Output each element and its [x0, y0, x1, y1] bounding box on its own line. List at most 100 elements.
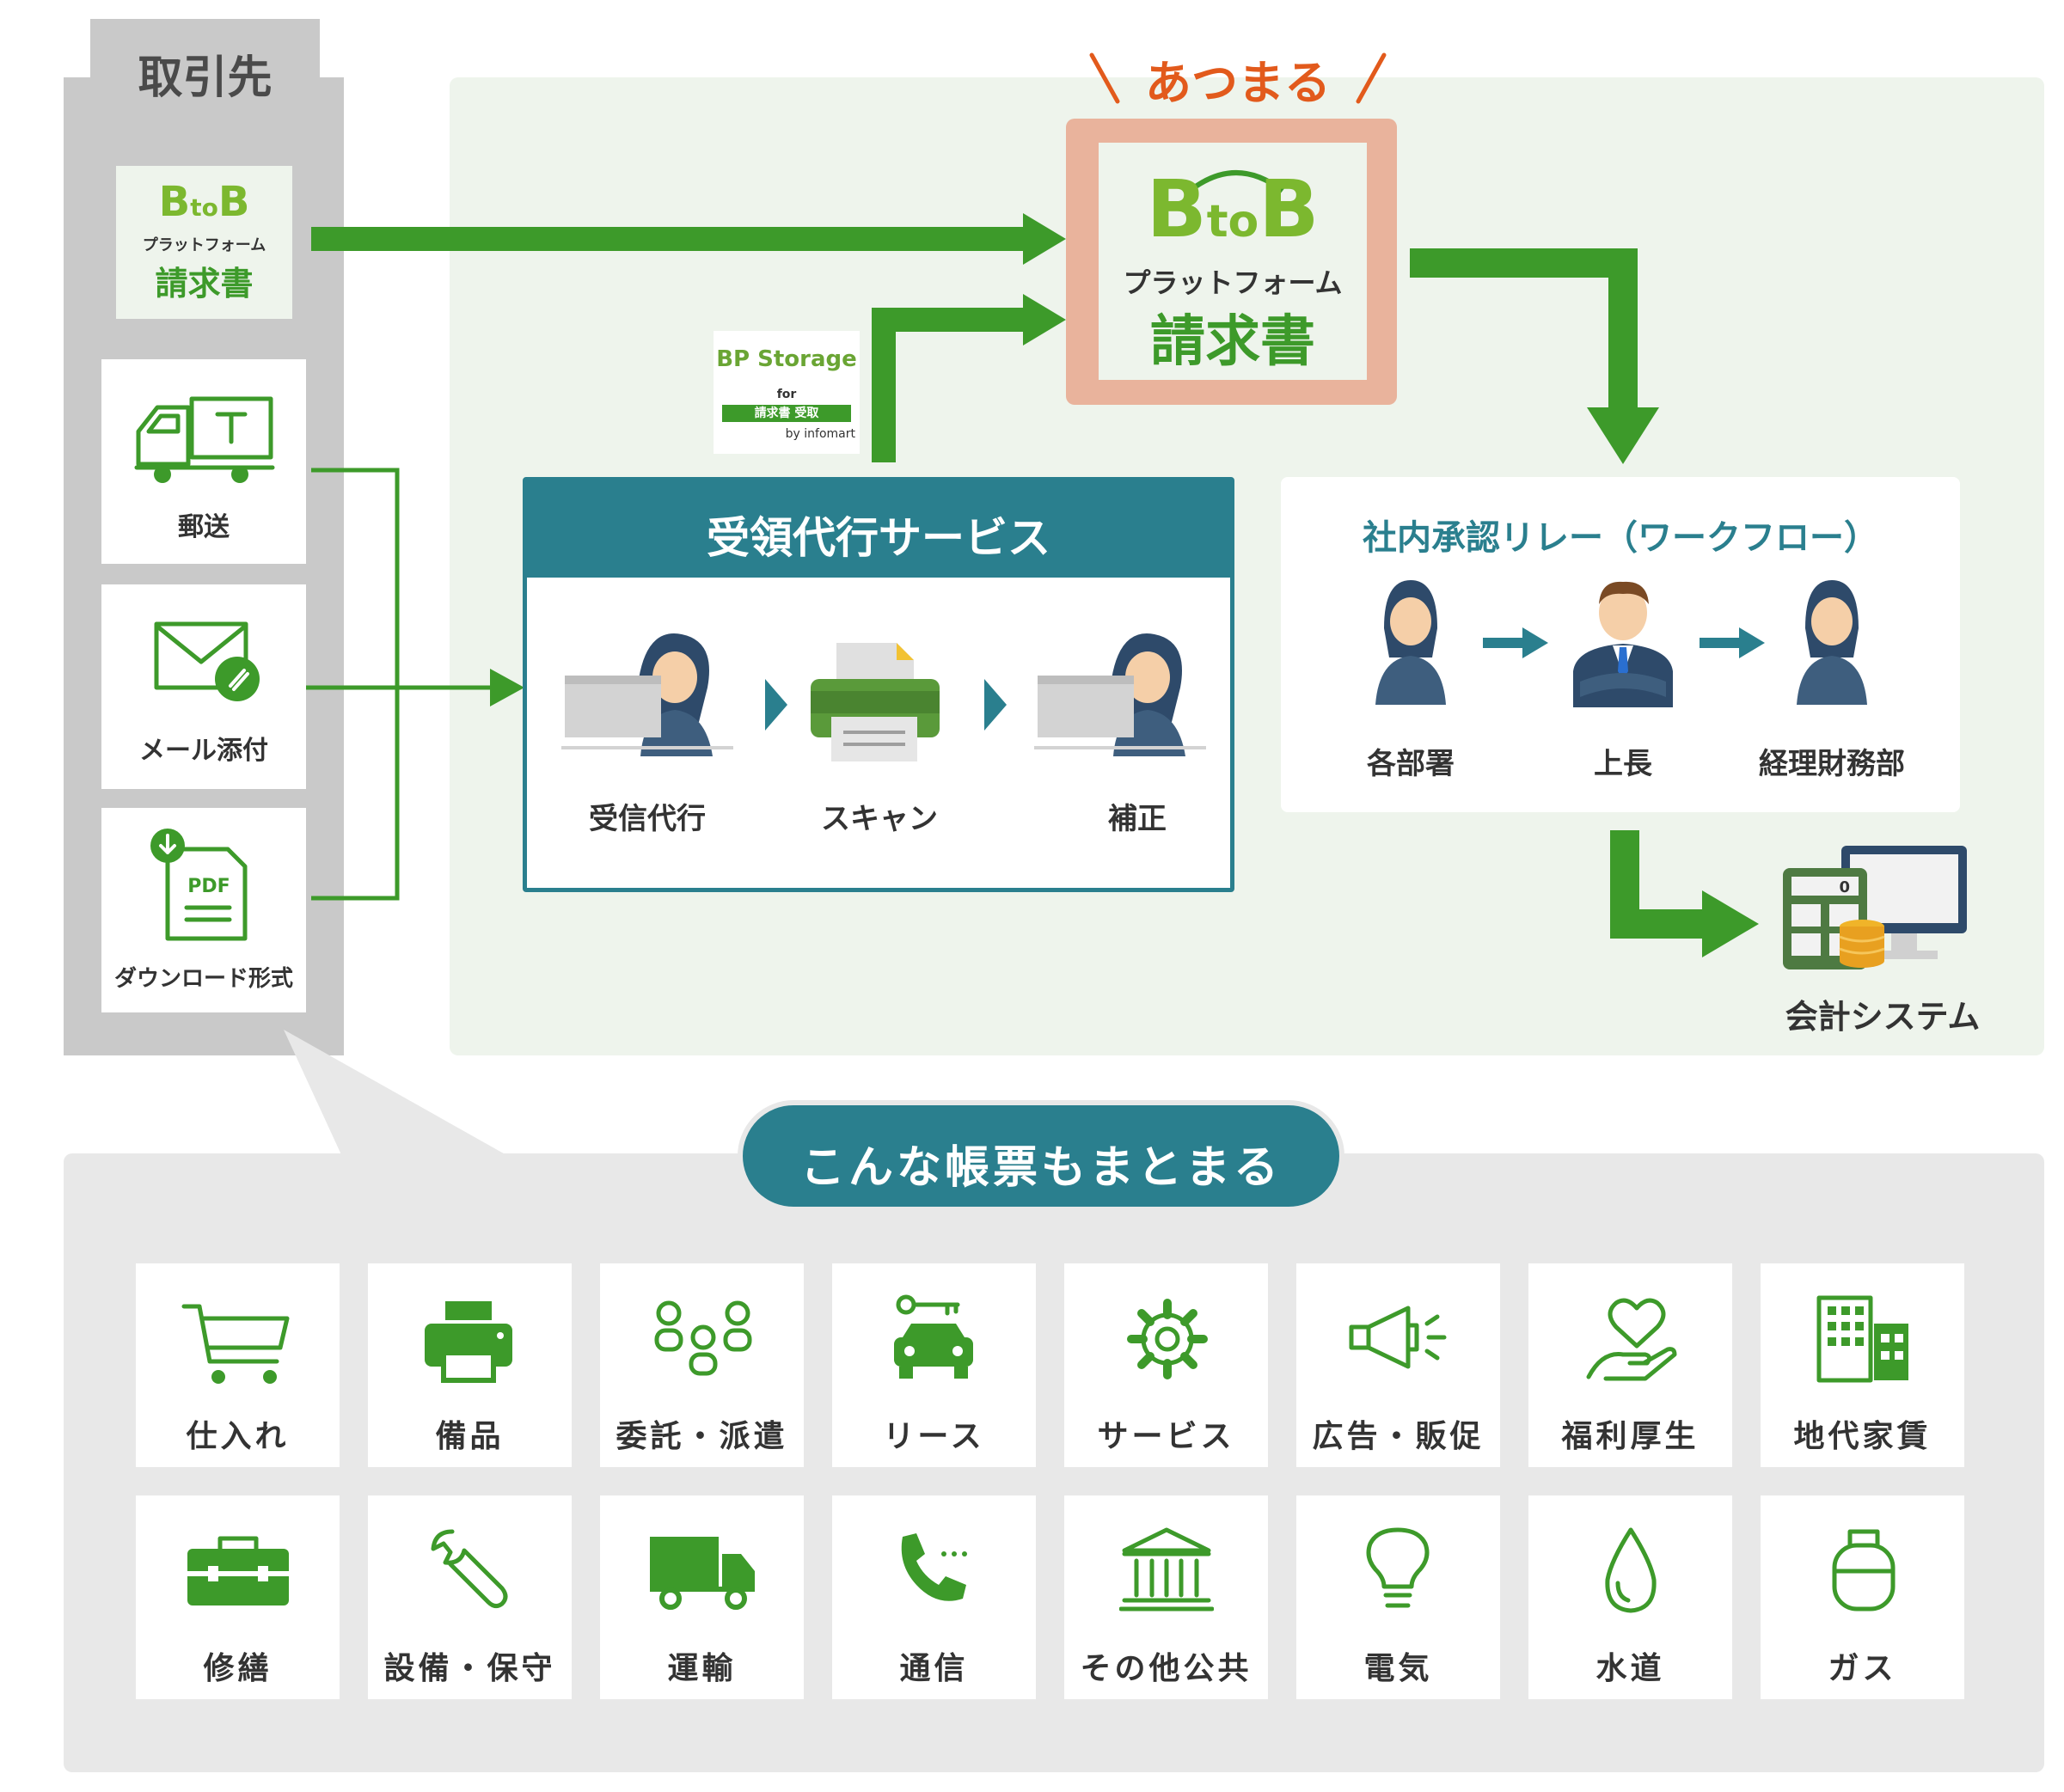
sender-download-card[interactable]: PDF ダウンロード形式	[101, 808, 306, 1012]
forms-title: こんな帳票もまとまる	[799, 1142, 1282, 1194]
forms-title-pill: こんな帳票もまとまる	[738, 1100, 1344, 1212]
bp-storage-title: BP Storage	[716, 346, 857, 372]
form-label: サービス	[1097, 1419, 1235, 1454]
operator-pc-icon	[1034, 633, 1206, 756]
callout-slashes	[1089, 52, 1387, 104]
accounting-label: 会計システム	[1785, 998, 1981, 1036]
form-card[interactable]: その他公共	[1064, 1495, 1268, 1699]
bulb-icon	[1366, 1527, 1430, 1608]
bp-storage-for: for	[776, 388, 797, 401]
senders-tab	[90, 19, 320, 88]
sender-label: メール添付	[139, 736, 268, 766]
sender-btob-card[interactable]: BtoB プラットフォーム 請求書	[116, 166, 292, 319]
hub-card: BtoB プラットフォーム 請求書	[1099, 143, 1367, 380]
car-key-icon	[894, 1294, 973, 1379]
sender-label: 郵送	[178, 512, 230, 542]
form-label: 修繕	[203, 1651, 273, 1686]
form-card[interactable]: 設備・保守	[368, 1495, 572, 1699]
form-card[interactable]: リース	[832, 1263, 1036, 1467]
gas-tank-icon	[1832, 1529, 1896, 1612]
people-icon	[654, 1300, 752, 1376]
form-label: 地代家賃	[1793, 1419, 1932, 1454]
receiving-step-label: スキャン	[821, 802, 938, 836]
step-arrow-icon	[984, 679, 1007, 731]
form-label: 通信	[899, 1651, 969, 1686]
workflow-step-label: 経理財務部	[1759, 747, 1905, 781]
form-label: 委託・派遣	[616, 1419, 788, 1454]
calculator-display: 0	[1839, 878, 1850, 896]
form-card[interactable]: 修繕	[136, 1495, 340, 1699]
svg-text:PDF: PDF	[187, 876, 230, 897]
form-label: その他公共	[1080, 1651, 1252, 1686]
form-label: ガス	[1828, 1651, 1897, 1686]
form-label: 仕入れ	[186, 1419, 290, 1454]
manager-icon	[1573, 581, 1673, 707]
staff-woman-icon	[1797, 580, 1867, 705]
sender-label: ダウンロード形式	[113, 966, 293, 992]
form-card[interactable]: 委託・派遣	[600, 1263, 804, 1467]
mail-attachment-icon	[154, 621, 260, 701]
receiving-step-label: 補正	[1108, 802, 1167, 836]
form-card[interactable]: 仕入れ	[136, 1263, 340, 1467]
printer-icon	[425, 1301, 512, 1383]
megaphone-icon	[1349, 1306, 1447, 1369]
form-label: 運輸	[667, 1651, 737, 1686]
form-card[interactable]: サービス	[1064, 1263, 1268, 1467]
form-card[interactable]: 地代家賃	[1761, 1263, 1964, 1467]
truck-icon	[650, 1537, 755, 1610]
pdf-download-icon: PDF	[150, 829, 248, 941]
form-card[interactable]: 通信	[832, 1495, 1036, 1699]
cart-icon	[181, 1304, 290, 1384]
toolbox-icon	[187, 1536, 289, 1605]
form-card[interactable]: 電気	[1296, 1495, 1500, 1699]
form-label: 電気	[1363, 1651, 1433, 1686]
senders-title: 取引先	[138, 52, 273, 104]
form-card[interactable]: 運輸	[600, 1495, 804, 1699]
form-label: 水道	[1595, 1651, 1665, 1686]
btob-logo: BtoB	[1146, 163, 1320, 255]
operator-pc-icon	[561, 633, 733, 756]
wrench-icon	[431, 1529, 508, 1609]
form-label: 広告・販促	[1312, 1419, 1485, 1454]
water-drop-icon	[1605, 1527, 1657, 1613]
form-card[interactable]: 福利厚生	[1528, 1263, 1732, 1467]
hub-frame[interactable]: BtoB プラットフォーム 請求書	[1066, 119, 1397, 405]
scanner-icon	[811, 643, 940, 761]
workflow-arrow-icon	[1483, 627, 1548, 658]
staff-woman-icon	[1375, 580, 1446, 705]
btob-sub-small: プラットフォーム	[142, 236, 266, 254]
bp-storage-by: by infomart	[785, 427, 855, 441]
form-card[interactable]: 水道	[1528, 1495, 1732, 1699]
btob-name-small: 請求書	[155, 265, 254, 303]
building-icon	[1816, 1295, 1908, 1383]
workflow-step-label: 各部署	[1367, 747, 1455, 781]
form-card[interactable]: 備品	[368, 1263, 572, 1467]
btob-name: 請求書	[1150, 310, 1315, 374]
accounting-system-icon: 0	[1783, 846, 1967, 969]
form-label: 設備・保守	[383, 1651, 556, 1686]
phone-icon	[901, 1533, 967, 1601]
receiving-title-bar: 受領代行サービス	[527, 481, 1230, 578]
bp-storage-band: 請求書 受取	[722, 405, 851, 422]
bp-storage-badge: BP Storage for 請求書 受取 by infomart	[714, 331, 860, 454]
sender-mail-card[interactable]: メール添付	[101, 584, 306, 789]
gear-icon	[1127, 1299, 1208, 1379]
btob-arc	[1188, 170, 1284, 193]
receiving-service-box: 受領代行サービス 受信代行 スキャン 補正	[523, 477, 1234, 892]
btob-logo-small: BtoB	[158, 178, 250, 226]
form-label: リース	[883, 1419, 985, 1454]
receiving-title: 受領代行サービス	[707, 513, 1050, 563]
workflow-title: 社内承認リレー（ワークフロー）	[1363, 518, 1878, 558]
form-label: 福利厚生	[1561, 1419, 1700, 1454]
sender-post-card[interactable]: 郵送	[101, 359, 306, 564]
step-arrow-icon	[765, 679, 787, 731]
public-building-icon	[1119, 1527, 1214, 1612]
form-label: 備品	[435, 1419, 505, 1454]
post-truck-icon	[134, 396, 275, 483]
form-card[interactable]: 広告・販促	[1296, 1263, 1500, 1467]
receiving-step-label: 受信代行	[589, 802, 706, 836]
form-card[interactable]: ガス	[1761, 1495, 1964, 1699]
heart-hand-icon	[1586, 1298, 1677, 1381]
